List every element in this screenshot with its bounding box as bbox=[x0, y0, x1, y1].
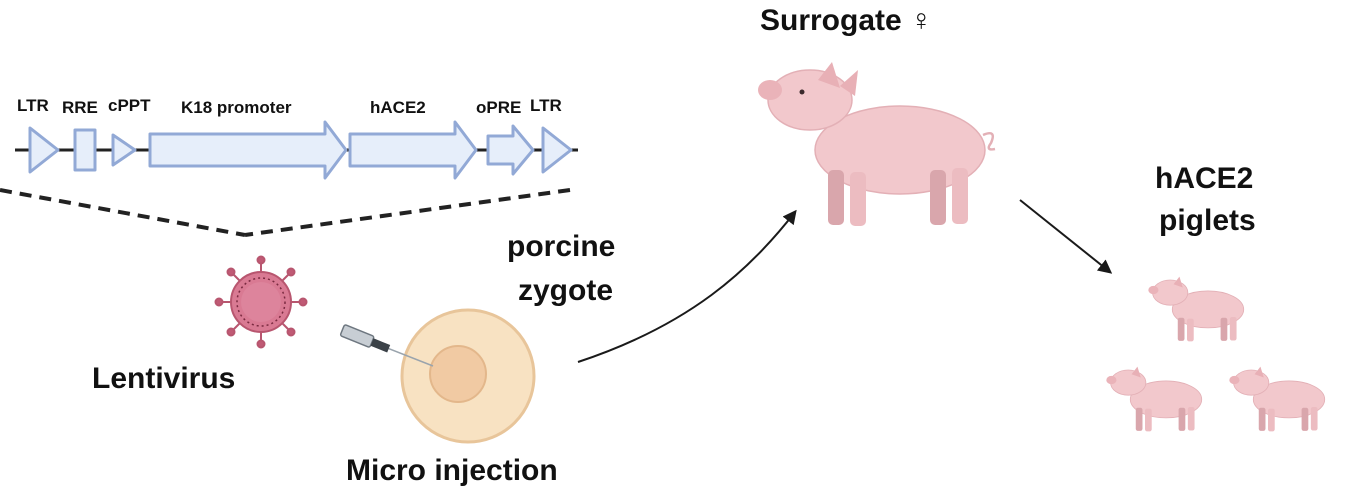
ltr-right-element bbox=[541, 126, 573, 174]
micro-injection-label: Micro injection bbox=[346, 454, 558, 487]
k18-promoter-label: K18 promoter bbox=[181, 98, 292, 117]
k18-promoter-element bbox=[148, 120, 348, 180]
piglet-icon-bottom-left bbox=[1106, 366, 1203, 432]
rre-label: RRE bbox=[62, 98, 98, 117]
hace2-piglets-label-line2: piglets bbox=[1159, 204, 1256, 237]
ltr-right-label: LTR bbox=[530, 96, 562, 115]
surrogate-to-piglets-arrow bbox=[1019, 199, 1113, 274]
surrogate-label: Surrogate ♀ bbox=[760, 4, 933, 37]
ltr-left-element bbox=[28, 126, 60, 174]
surrogate-pig-icon bbox=[758, 62, 996, 226]
micro-injection-needle-icon bbox=[339, 324, 434, 367]
porcine-zygote-label-line1: porcine bbox=[507, 230, 615, 263]
zygote-to-surrogate-arrow bbox=[577, 209, 797, 363]
piglet-icon-bottom-right bbox=[1229, 366, 1326, 432]
lentivirus-icon bbox=[214, 255, 308, 349]
cppt-label: cPPT bbox=[108, 96, 151, 115]
ltr-left-label: LTR bbox=[17, 96, 49, 115]
hace2-gene-label: hACE2 bbox=[370, 98, 426, 117]
zoom-lines bbox=[0, 188, 571, 237]
lentivirus-label: Lentivirus bbox=[92, 362, 235, 395]
piglet-icon-top bbox=[1148, 276, 1245, 342]
hace2-piglets-label-line1: hACE2 bbox=[1155, 162, 1253, 195]
zygote-icon bbox=[400, 308, 536, 444]
opre-element bbox=[486, 124, 535, 176]
hace2-element bbox=[348, 120, 478, 180]
lentiviral-construct: LTR RRE cPPT K18 promoter hACE2 oPRE LTR bbox=[15, 96, 578, 180]
opre-label: oPRE bbox=[476, 98, 521, 117]
cppt-element bbox=[111, 133, 137, 167]
porcine-zygote-label-line2: zygote bbox=[518, 274, 613, 307]
rre-element bbox=[73, 128, 97, 172]
